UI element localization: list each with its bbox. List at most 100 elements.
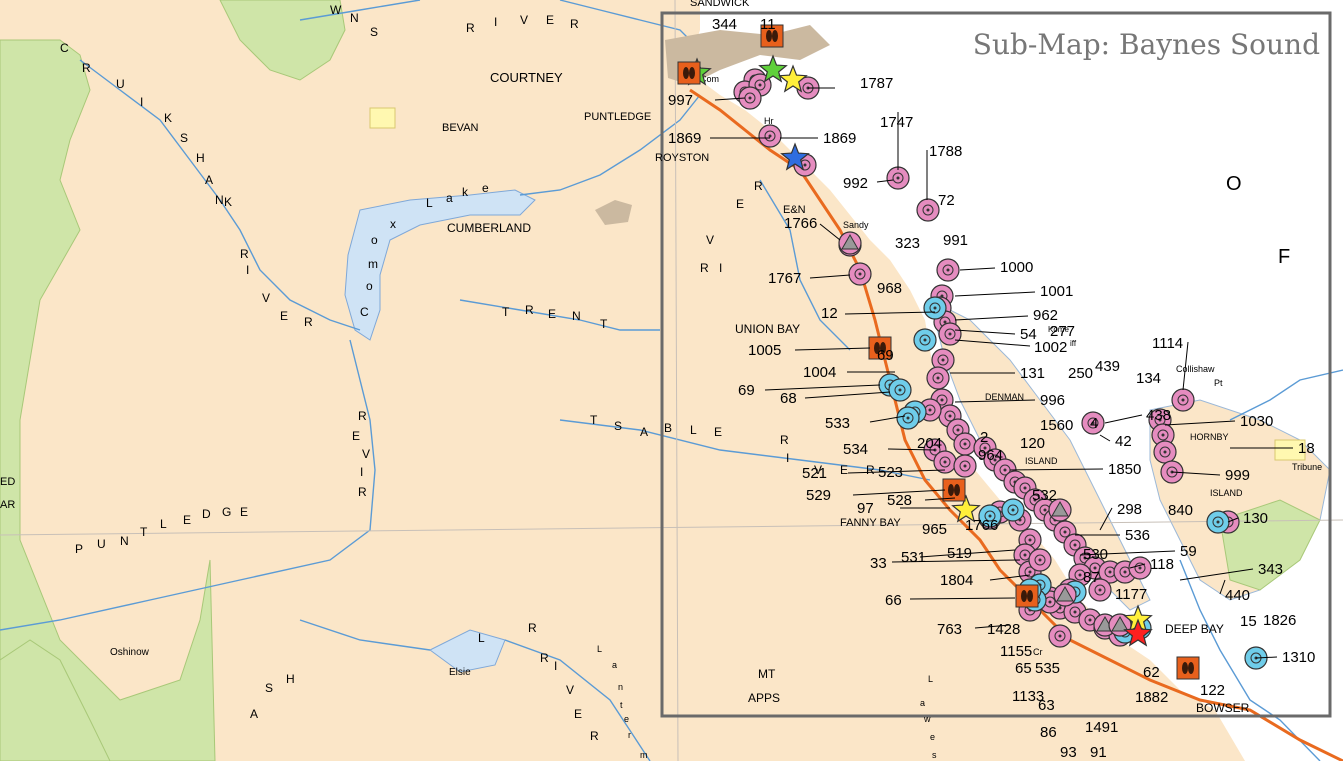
leader-line bbox=[891, 559, 1021, 563]
site-label: 65 bbox=[1015, 660, 1032, 677]
river-letter: E bbox=[240, 505, 248, 519]
site-label: 298 bbox=[1117, 501, 1142, 518]
site-label: 1869 bbox=[823, 130, 856, 147]
sample-site-pink-marker bbox=[1088, 578, 1112, 602]
river-letter: A bbox=[205, 173, 213, 187]
leader-line bbox=[954, 329, 1016, 335]
site-label: 992 bbox=[843, 175, 868, 192]
park-sw bbox=[0, 639, 111, 761]
sample-site-pink-marker bbox=[953, 432, 977, 456]
place-en: E&N bbox=[783, 204, 806, 216]
small-lake bbox=[429, 629, 506, 673]
river-letter: U bbox=[97, 537, 106, 551]
site-label: 1310 bbox=[1282, 649, 1315, 666]
river-letter: k bbox=[462, 185, 469, 199]
site-label: 1804 bbox=[940, 572, 973, 589]
site-label: 536 bbox=[1125, 527, 1150, 544]
site-label: 840 bbox=[1168, 502, 1193, 519]
river-letter: V bbox=[814, 463, 822, 477]
river-letter: R bbox=[866, 463, 875, 477]
place-cumberland: CUMBERLAND bbox=[447, 221, 531, 235]
leader-line bbox=[869, 415, 906, 423]
sample-site-blue-marker bbox=[1001, 498, 1025, 522]
river-letter: N bbox=[572, 309, 581, 323]
river-letter: S bbox=[180, 131, 188, 145]
leader-line bbox=[1255, 656, 1278, 659]
river-letter: I bbox=[140, 95, 143, 109]
site-label: 1491 bbox=[1085, 719, 1118, 736]
site-label: 521 bbox=[802, 465, 827, 482]
river-letter: E bbox=[546, 13, 554, 27]
river-letter: R bbox=[304, 315, 313, 329]
site-label: 69 bbox=[877, 347, 894, 364]
site-label: 118 bbox=[1150, 556, 1174, 573]
site-label: 72 bbox=[938, 192, 955, 209]
river-letter: C bbox=[360, 305, 369, 319]
leader-line bbox=[924, 497, 956, 501]
river-letter: L bbox=[478, 631, 485, 645]
river-letter: E bbox=[548, 307, 556, 321]
site-label: 11 bbox=[760, 16, 776, 33]
place-bowser: BOWSER bbox=[1196, 701, 1250, 715]
river-letter: n bbox=[618, 682, 623, 692]
place-mt: MT bbox=[758, 667, 776, 681]
denman-island bbox=[929, 299, 1151, 611]
sample-site-pink-marker bbox=[936, 258, 960, 282]
hornby-park bbox=[1219, 499, 1321, 591]
site-label: 999 bbox=[1225, 467, 1250, 484]
leader-line bbox=[852, 489, 946, 496]
river-letter: E bbox=[352, 429, 360, 443]
river-letter: E bbox=[183, 513, 191, 527]
leader-line bbox=[1099, 507, 1113, 531]
site-label: 1133 bbox=[1012, 688, 1044, 705]
river-letter: W bbox=[330, 3, 342, 17]
grey-triangle-marker bbox=[838, 231, 862, 255]
leader-line bbox=[819, 223, 841, 241]
site-label: 535 bbox=[1035, 660, 1060, 677]
leader-line bbox=[1164, 420, 1236, 426]
site-label: 1850 bbox=[1108, 461, 1141, 478]
leader-line bbox=[909, 597, 1016, 600]
leader-line bbox=[954, 291, 1036, 297]
sample-site-blue-marker bbox=[1206, 510, 1230, 534]
site-label: 533 bbox=[825, 415, 850, 432]
leader-line bbox=[1129, 563, 1146, 569]
place-union-bay: UNION BAY bbox=[735, 322, 800, 336]
river-letter: H bbox=[196, 151, 205, 165]
sample-site-pink-marker bbox=[1028, 548, 1052, 572]
river-letter: V bbox=[262, 291, 270, 305]
sample-site-pink-marker bbox=[1151, 423, 1175, 447]
site-label: 97 bbox=[857, 500, 874, 517]
site-label: 63 bbox=[1038, 697, 1055, 714]
shellfish-icon bbox=[760, 24, 784, 48]
place-courtney: COURTNEY bbox=[490, 70, 563, 85]
leader-line bbox=[954, 339, 1031, 347]
river-letter: L bbox=[928, 674, 933, 684]
river-letter: R bbox=[358, 409, 367, 423]
site-label: 1560 bbox=[1040, 417, 1073, 434]
site-label: 33 bbox=[870, 555, 887, 572]
leader-line bbox=[954, 399, 1036, 403]
site-label: 93 bbox=[1060, 744, 1077, 761]
leader-line bbox=[974, 624, 1011, 629]
river-letter: R bbox=[240, 247, 249, 261]
place-tribune: Tribune bbox=[1292, 462, 1322, 472]
site-label: 991 bbox=[943, 232, 968, 249]
river-letter: C bbox=[60, 41, 69, 55]
site-label: 1826 bbox=[1263, 612, 1296, 629]
river-letter: R bbox=[754, 179, 763, 193]
site-label: 54 bbox=[1020, 326, 1037, 343]
cumberland-urban bbox=[595, 200, 632, 225]
leader-line bbox=[1009, 468, 1104, 471]
site-label: 122 bbox=[1200, 682, 1225, 699]
sample-site-pink-marker bbox=[916, 198, 940, 222]
river-letter: E bbox=[714, 425, 722, 439]
shellfish-icon bbox=[677, 61, 701, 85]
site-label: 2 bbox=[980, 429, 988, 446]
river-letter: o bbox=[371, 233, 378, 247]
site-label: 1155 bbox=[1000, 643, 1032, 660]
grey-triangle-marker bbox=[1053, 583, 1077, 607]
site-label: 440 bbox=[1225, 587, 1250, 604]
